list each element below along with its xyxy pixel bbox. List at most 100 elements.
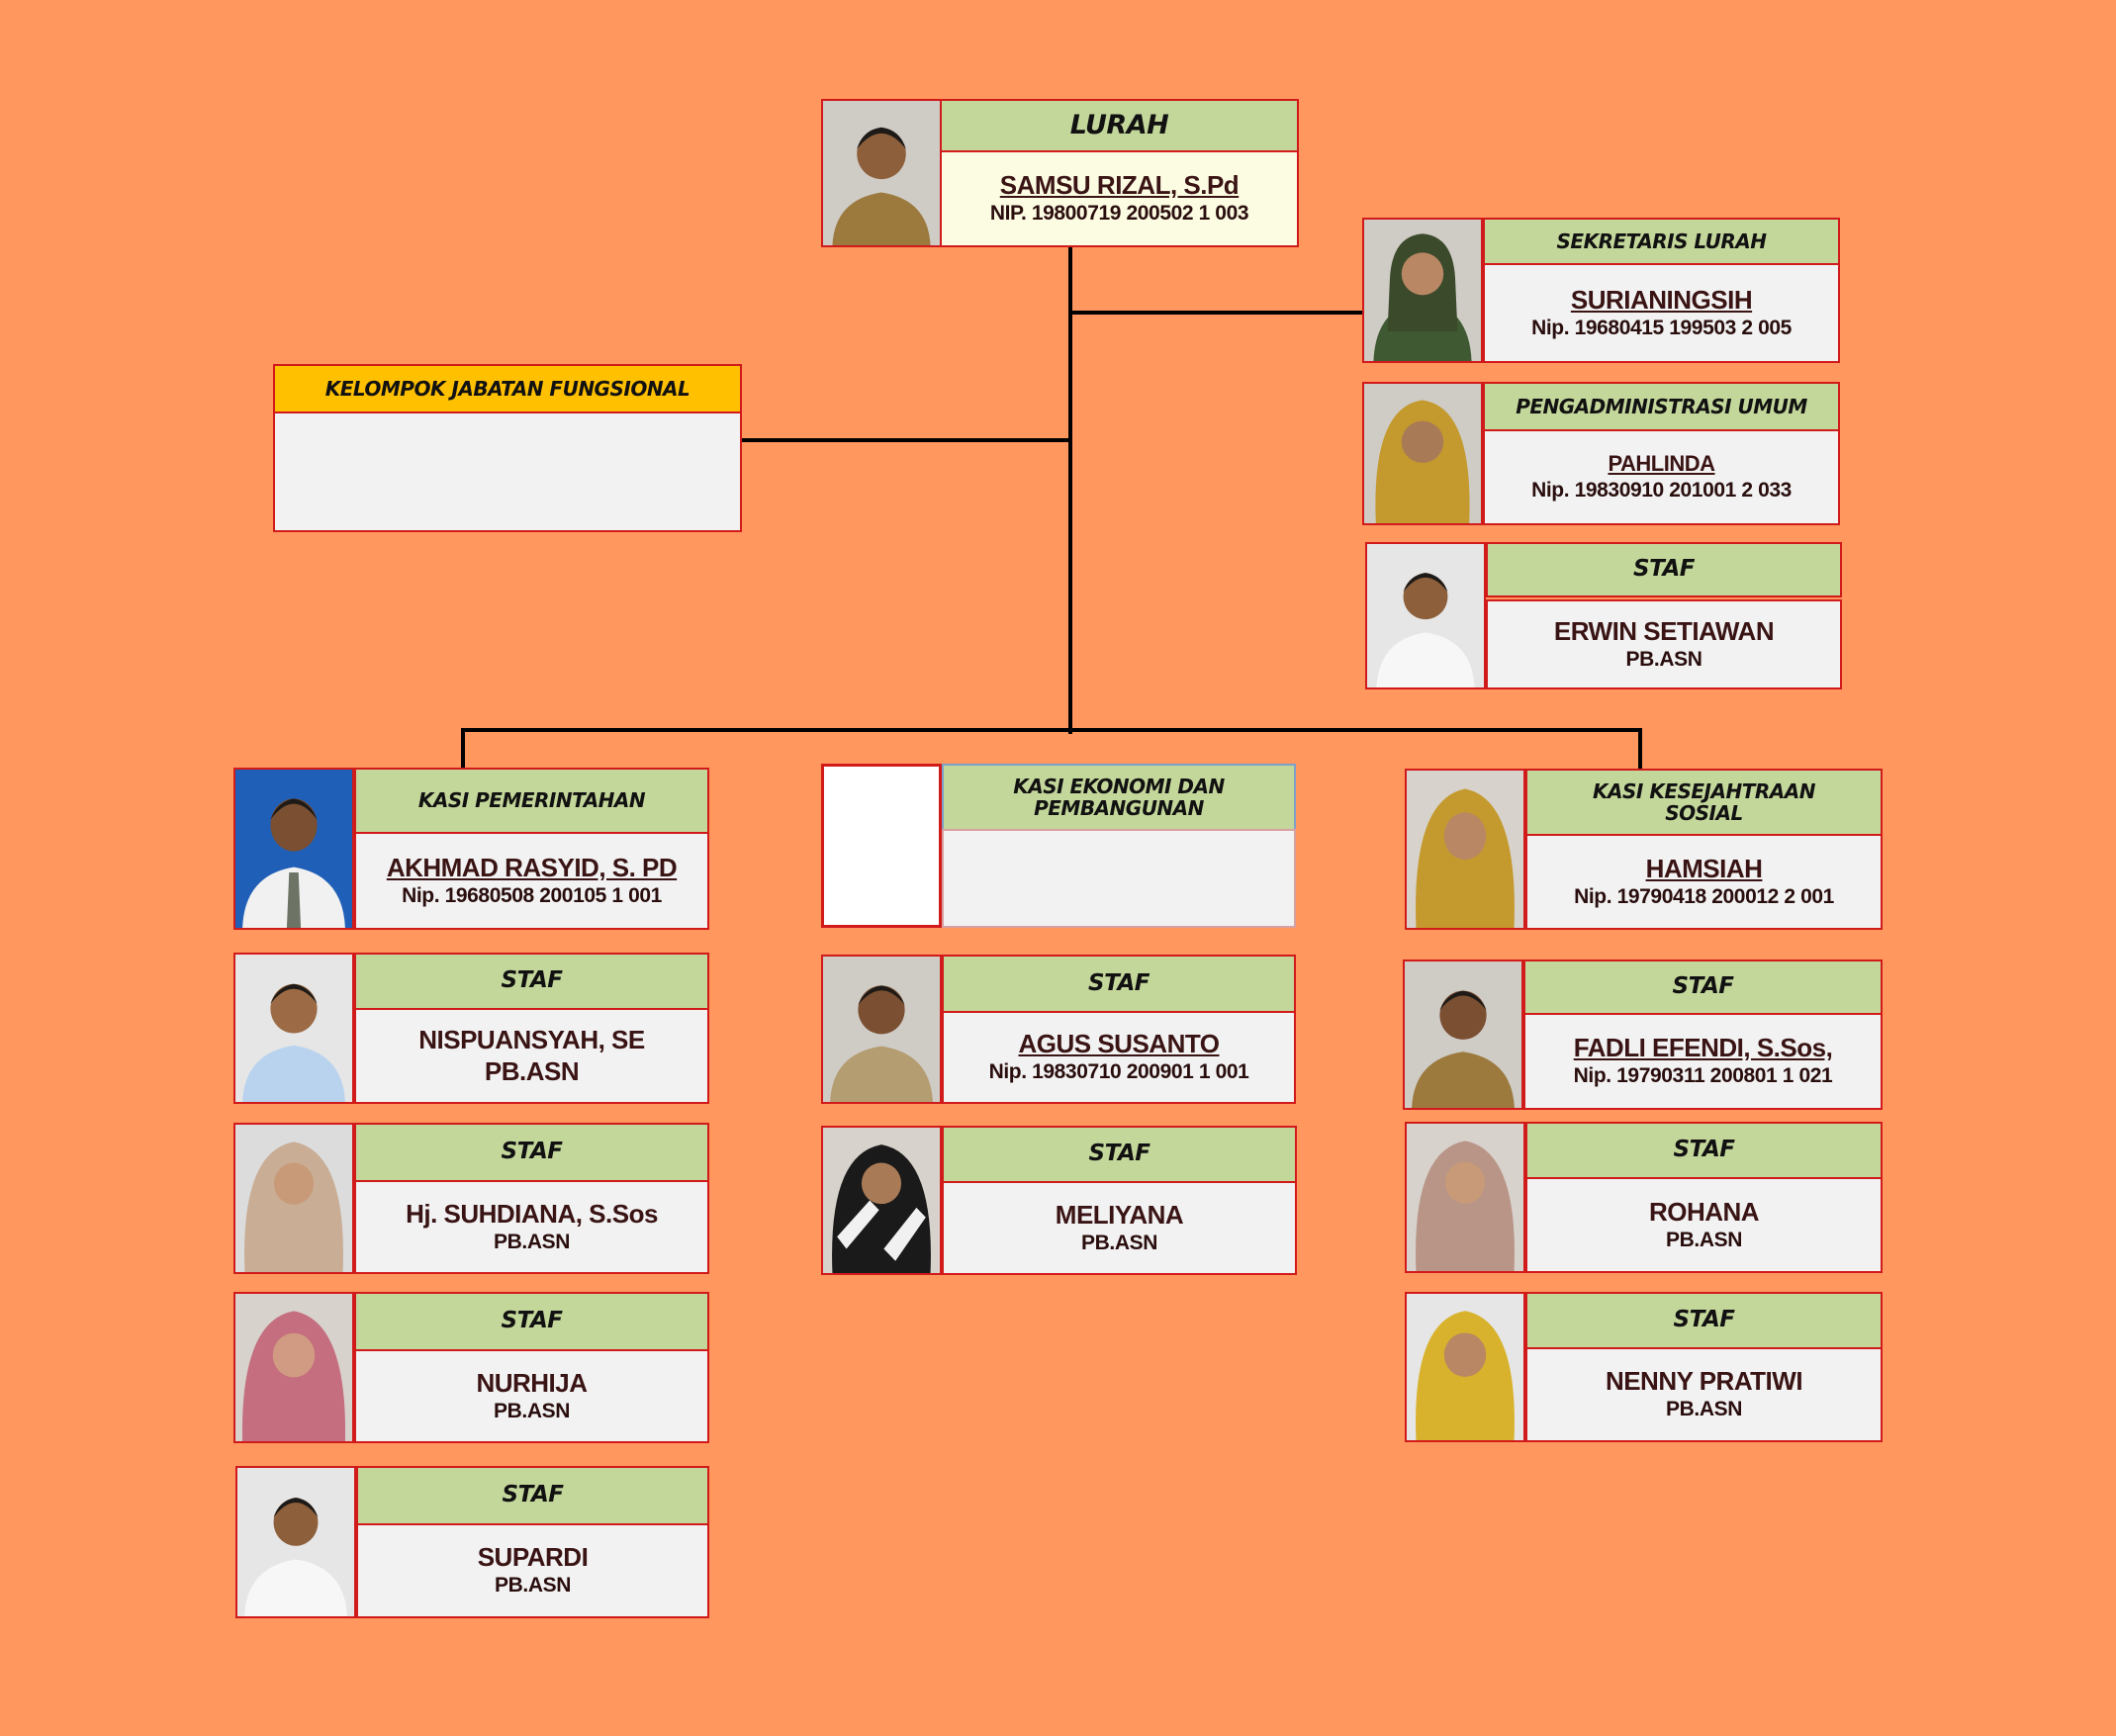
photo-staf-pemerintahan-4 (235, 1466, 356, 1618)
name-staf-pemerintahan-1: NISPUANSYAH, SE (418, 1025, 645, 1055)
card-staf-sekretariat: STAF ERWIN SETIAWAN PB.ASN (1365, 542, 1842, 689)
nip-staf-kesejahtraan-1: Nip. 19790311 200801 1 021 (1573, 1064, 1833, 1088)
title-fungsional: KELOMPOK JABATAN FUNGSIONAL (273, 364, 742, 413)
info-staf-kesejahtraan-1: FADLI EFENDI, S.Sos, Nip. 19790311 20080… (1523, 1013, 1883, 1110)
photo-staf-kesejahtraan-2 (1405, 1122, 1525, 1273)
card-staf-ekonomi-1: STAF AGUS SUSANTO Nip. 19830710 200901 1… (821, 955, 1296, 1104)
title-kasi-ekonomi: KASI EKONOMI DAN PEMBANGUNAN (942, 764, 1296, 831)
nip-kasi-kesejahtraan: Nip. 19790418 200012 2 001 (1574, 884, 1834, 908)
photo-staf-sekretariat (1365, 542, 1486, 689)
info-fungsional (273, 411, 742, 532)
title-staf-kesejahtraan-2: STAF (1525, 1122, 1883, 1179)
info-staf-kesejahtraan-2: ROHANA PB.ASN (1525, 1177, 1883, 1273)
info-lurah: SAMSU RIZAL, S.Pd NIP. 19800719 200502 1… (940, 150, 1299, 247)
title-staf-sekretariat: STAF (1486, 542, 1842, 597)
nip-pengadministrasi: Nip. 19830910 201001 2 033 (1531, 478, 1792, 502)
card-staf-kesejahtraan-2: STAF ROHANA PB.ASN (1405, 1122, 1883, 1273)
status-staf-ekonomi-2: PB.ASN (1081, 1231, 1157, 1254)
photo-pengadministrasi (1362, 382, 1483, 525)
card-staf-pemerintahan-3: STAF NURHIJA PB.ASN (233, 1292, 709, 1443)
info-staf-pemerintahan-1: NISPUANSYAH, SE PB.ASN (354, 1008, 709, 1104)
photo-lurah (821, 99, 942, 247)
nip-sekretaris: Nip. 19680415 199503 2 005 (1531, 316, 1792, 339)
info-sekretaris: SURIANINGSIH Nip. 19680415 199503 2 005 (1483, 263, 1840, 363)
title-staf-kesejahtraan-3: STAF (1525, 1292, 1883, 1349)
title-kasi-kesejahtraan-line2: SOSIAL (1665, 801, 1743, 825)
card-staf-pemerintahan-1: STAF NISPUANSYAH, SE PB.ASN (233, 953, 709, 1104)
info-staf-kesejahtraan-3: NENNY PRATIWI PB.ASN (1525, 1347, 1883, 1442)
card-staf-pemerintahan-4: STAF SUPARDI PB.ASN (235, 1466, 709, 1618)
title-kasi-pemerintahan: KASI PEMERINTAHAN (354, 768, 709, 834)
card-staf-pemerintahan-2: STAF Hj. SUHDIANA, S.Sos PB.ASN (233, 1123, 709, 1274)
name-staf-sekretariat: ERWIN SETIAWAN (1553, 615, 1775, 646)
name-kasi-pemerintahan: AKHMAD RASYID, S. PD (386, 852, 678, 882)
card-kasi-ekonomi: KASI EKONOMI DAN PEMBANGUNAN (821, 764, 1296, 928)
photo-sekretaris (1362, 218, 1483, 363)
title-staf-pemerintahan-2: STAF (354, 1123, 709, 1182)
title-sekretaris: SEKRETARIS LURAH (1483, 218, 1840, 265)
status-staf-pemerintahan-3: PB.ASN (494, 1399, 570, 1422)
card-staf-ekonomi-2: STAF MELIYANA PB.ASN (821, 1126, 1297, 1275)
card-kasi-pemerintahan: KASI PEMERINTAHAN AKHMAD RASYID, S. PD N… (233, 768, 709, 930)
status-staf-pemerintahan-4: PB.ASN (495, 1574, 571, 1598)
title-lurah: LURAH (940, 99, 1299, 152)
photo-kasi-pemerintahan (233, 768, 354, 930)
photo-staf-kesejahtraan-3 (1405, 1292, 1525, 1442)
name-staf-pemerintahan-2: Hj. SUHDIANA, S.Sos (406, 1198, 658, 1229)
name-lurah: SAMSU RIZAL, S.Pd (999, 170, 1240, 201)
photo-kasi-ekonomi-empty (821, 764, 942, 928)
title-kasi-kesejahtraan-line1: KASI KESEJAHTRAAN (1593, 778, 1815, 803)
photo-staf-pemerintahan-3 (233, 1292, 354, 1443)
photo-staf-ekonomi-2 (821, 1126, 942, 1275)
info-staf-ekonomi-1: AGUS SUSANTO Nip. 19830710 200901 1 001 (942, 1011, 1296, 1104)
info-kasi-kesejahtraan: HAMSIAH Nip. 19790418 200012 2 001 (1525, 834, 1883, 930)
info-staf-ekonomi-2: MELIYANA PB.ASN (942, 1181, 1297, 1275)
card-fungsional: KELOMPOK JABATAN FUNGSIONAL (273, 364, 742, 532)
info-kasi-ekonomi (942, 829, 1296, 928)
title-staf-pemerintahan-1: STAF (354, 953, 709, 1010)
name-staf-kesejahtraan-1: FADLI EFENDI, S.Sos, (1573, 1033, 1833, 1063)
status-staf-pemerintahan-2: PB.ASN (494, 1230, 570, 1253)
name-staf-pemerintahan-3: NURHIJA (476, 1367, 588, 1398)
name-staf-kesejahtraan-3: NENNY PRATIWI (1605, 1366, 1803, 1397)
nip-kasi-pemerintahan: Nip. 19680508 200105 1 001 (402, 883, 662, 907)
photo-staf-pemerintahan-1 (233, 953, 354, 1104)
status-staf-kesejahtraan-2: PB.ASN (1666, 1228, 1742, 1251)
photo-staf-kesejahtraan-1 (1403, 959, 1523, 1110)
nip-lurah: NIP. 19800719 200502 1 003 (989, 202, 1249, 226)
title-staf-ekonomi-2: STAF (942, 1126, 1297, 1183)
photo-staf-ekonomi-1 (821, 955, 942, 1104)
card-kasi-kesejahtraan: KASI KESEJAHTRAAN SOSIAL HAMSIAH Nip. 19… (1405, 769, 1883, 930)
card-lurah: LURAH SAMSU RIZAL, S.Pd NIP. 19800719 20… (821, 99, 1299, 247)
title-staf-kesejahtraan-1: STAF (1523, 959, 1883, 1015)
title-staf-pemerintahan-3: STAF (354, 1292, 709, 1351)
title-pengadministrasi: PENGADMINISTRASI UMUM (1483, 382, 1840, 431)
status-staf-kesejahtraan-3: PB.ASN (1666, 1398, 1742, 1421)
name-staf-ekonomi-2: MELIYANA (1055, 1199, 1184, 1230)
photo-kasi-kesejahtraan (1405, 769, 1525, 930)
title-kasi-ekonomi-line2: PEMBANGUNAN (1034, 796, 1204, 820)
name-sekretaris: SURIANINGSIH (1570, 284, 1753, 315)
info-staf-pemerintahan-2: Hj. SUHDIANA, S.Sos PB.ASN (354, 1180, 709, 1274)
name-staf-kesejahtraan-2: ROHANA (1648, 1196, 1760, 1227)
info-staf-pemerintahan-4: SUPARDI PB.ASN (356, 1523, 709, 1618)
status-staf-sekretariat: PB.ASN (1625, 647, 1702, 671)
photo-staf-pemerintahan-2 (233, 1123, 354, 1274)
title-staf-ekonomi-1: STAF (942, 955, 1296, 1013)
info-staf-pemerintahan-3: NURHIJA PB.ASN (354, 1349, 709, 1443)
name-kasi-kesejahtraan: HAMSIAH (1645, 853, 1763, 883)
info-kasi-pemerintahan: AKHMAD RASYID, S. PD Nip. 19680508 20010… (354, 832, 709, 930)
title-kasi-kesejahtraan: KASI KESEJAHTRAAN SOSIAL (1525, 769, 1883, 836)
name-pengadministrasi: PAHLINDA (1608, 451, 1715, 477)
info-staf-sekretariat: ERWIN SETIAWAN PB.ASN (1486, 599, 1842, 689)
card-staf-kesejahtraan-1: STAF FADLI EFENDI, S.Sos, Nip. 19790311 … (1403, 959, 1883, 1110)
card-staf-kesejahtraan-3: STAF NENNY PRATIWI PB.ASN (1405, 1292, 1883, 1442)
info-pengadministrasi: PAHLINDA Nip. 19830910 201001 2 033 (1483, 429, 1840, 525)
nip-staf-ekonomi-1: Nip. 19830710 200901 1 001 (988, 1060, 1249, 1084)
card-pengadministrasi: PENGADMINISTRASI UMUM PAHLINDA Nip. 1983… (1362, 382, 1840, 525)
name-staf-ekonomi-1: AGUS SUSANTO (1018, 1029, 1221, 1059)
title-staf-pemerintahan-4: STAF (356, 1466, 709, 1525)
card-sekretaris: SEKRETARIS LURAH SURIANINGSIH Nip. 19680… (1362, 218, 1840, 363)
title-kasi-ekonomi-line1: KASI EKONOMI DAN (1013, 774, 1225, 798)
